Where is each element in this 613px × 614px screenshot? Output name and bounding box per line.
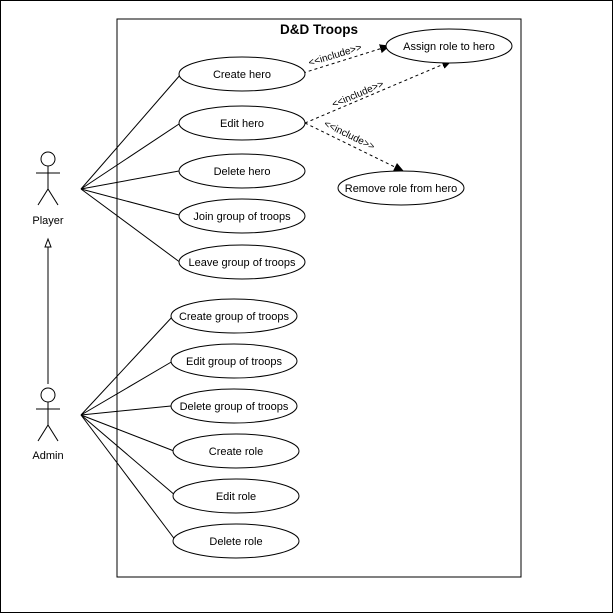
use-case-label: Delete hero [214, 166, 271, 178]
use-case-label: Create role [209, 446, 263, 458]
use-case-edit-role[interactable]: Edit role [172, 478, 300, 514]
actor-player-label: Player [32, 215, 64, 227]
use-case-label: Edit group of troops [186, 356, 283, 368]
include-label-3: <<include>> [322, 119, 376, 153]
use-case-leave-group[interactable]: Leave group of troops [178, 244, 306, 280]
use-case-delete-hero[interactable]: Delete hero [178, 153, 306, 189]
actor-admin[interactable] [36, 387, 60, 442]
use-case-label: Leave group of troops [188, 257, 296, 269]
use-case-label: Edit role [216, 491, 256, 503]
use-case-edit-group[interactable]: Edit group of troops [170, 343, 298, 379]
player-associations [80, 73, 182, 264]
use-case-label: Delete role [209, 536, 262, 548]
use-case-remove-role[interactable]: Remove role from hero [337, 170, 465, 206]
include-arrow-edit-to-remove [304, 122, 403, 171]
use-case-label: Edit hero [220, 118, 264, 130]
include-label-2: <<include>> [331, 79, 386, 111]
use-case-label: Create group of troops [179, 311, 290, 323]
admin-associations [80, 315, 177, 542]
use-case-delete-group[interactable]: Delete group of troops [170, 388, 298, 424]
include-arrow-edit-to-assign [304, 61, 451, 124]
use-case-label: Delete group of troops [180, 401, 289, 413]
use-case-label: Join group of troops [193, 211, 291, 223]
admin-head [40, 387, 56, 403]
use-case-assign-role[interactable]: Assign role to hero [385, 28, 513, 64]
use-case-label: Remove role from hero [345, 183, 458, 195]
use-case-join-group[interactable]: Join group of troops [178, 198, 306, 234]
system-title: D&D Troops [280, 22, 358, 37]
use-case-create-role[interactable]: Create role [172, 433, 300, 469]
actor-player[interactable] [36, 151, 60, 206]
use-case-create-group[interactable]: Create group of troops [170, 298, 298, 334]
system-boundary [116, 18, 522, 578]
generalization-admin-to-player [44, 237, 52, 384]
player-head [40, 151, 56, 167]
use-case-create-hero[interactable]: Create hero [178, 56, 306, 92]
use-case-delete-role[interactable]: Delete role [172, 523, 300, 559]
actor-admin-label: Admin [32, 450, 63, 462]
include-label-1: <<include>> [307, 42, 363, 69]
use-case-label: Create hero [213, 69, 271, 81]
use-case-edit-hero[interactable]: Edit hero [178, 105, 306, 141]
use-case-label: Assign role to hero [403, 41, 495, 53]
